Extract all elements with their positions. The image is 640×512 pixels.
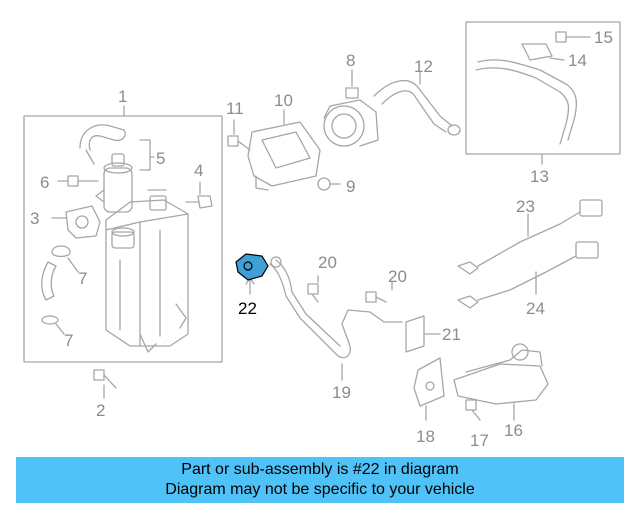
label-13: 13 xyxy=(530,167,549,186)
label-16: 16 xyxy=(504,421,523,440)
part-9-nut xyxy=(317,177,341,191)
label-1: 1 xyxy=(118,87,128,106)
label-14: 14 xyxy=(568,51,587,70)
part-4-bolt xyxy=(185,181,213,209)
part-8-pump xyxy=(323,69,379,147)
label-20b: 20 xyxy=(388,267,407,286)
part-12-hose xyxy=(373,71,461,136)
part-3-bracket xyxy=(51,205,101,239)
part-7-small-hose xyxy=(41,261,57,301)
part-20-bolt-b xyxy=(365,281,393,303)
label-2: 2 xyxy=(96,401,106,420)
group-box-1 xyxy=(23,115,223,363)
part-14-hose xyxy=(475,43,578,145)
part-22-bracket xyxy=(235,253,269,281)
part-15-bolt xyxy=(555,31,591,43)
label-10: 10 xyxy=(274,91,293,110)
label-18: 18 xyxy=(416,427,435,446)
part-17-bolt xyxy=(465,399,481,421)
part-23-sensor xyxy=(457,199,603,275)
label-11: 11 xyxy=(226,99,244,118)
label-20a: 20 xyxy=(318,253,337,272)
banner-line-2: Diagram may not be specific to your vehi… xyxy=(165,481,475,498)
part-6-bolt xyxy=(57,175,99,187)
part-7-clamp-a xyxy=(51,245,79,273)
label-24: 24 xyxy=(526,299,545,318)
label-4: 4 xyxy=(194,161,204,180)
info-banner: Part or sub-assembly is #22 in diagram D… xyxy=(16,457,624,503)
part-5-hose xyxy=(79,124,155,171)
label-5: 5 xyxy=(156,149,166,168)
label-3: 3 xyxy=(30,209,40,228)
part-1-canister xyxy=(105,189,189,353)
label-17: 17 xyxy=(470,431,489,450)
label-21: 21 xyxy=(442,325,461,344)
part-16-egr xyxy=(453,343,549,421)
part-18-bracket xyxy=(413,357,445,421)
label-19: 19 xyxy=(332,383,351,402)
label-7b: 7 xyxy=(64,331,74,350)
label-12: 12 xyxy=(414,57,433,76)
part-7-clamp-b xyxy=(41,315,65,335)
label-15: 15 xyxy=(594,28,613,47)
label-6: 6 xyxy=(40,173,50,192)
part-21-gasket xyxy=(405,315,441,353)
part-20-bolt-a xyxy=(307,275,319,303)
part-5-valve xyxy=(95,153,133,213)
group-box-13 xyxy=(465,21,621,155)
parts-diagram xyxy=(23,21,621,421)
label-8: 8 xyxy=(346,51,356,70)
part-2-bolt xyxy=(93,369,117,399)
label-22: 22 xyxy=(238,299,257,318)
banner-line-1: Part or sub-assembly is #22 in diagram xyxy=(181,461,459,478)
label-23: 23 xyxy=(516,197,535,216)
part-24-sensor xyxy=(457,241,599,309)
part-11-bolt xyxy=(227,119,251,151)
part-19-pipe xyxy=(269,256,403,381)
label-7a: 7 xyxy=(78,269,88,288)
part-10-housing xyxy=(247,109,321,191)
label-9: 9 xyxy=(346,177,356,196)
